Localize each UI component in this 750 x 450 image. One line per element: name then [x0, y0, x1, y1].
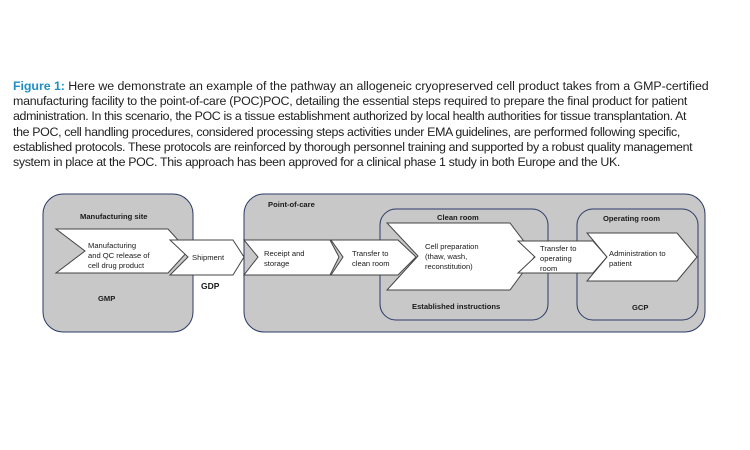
step-arrow-cell-prep: [385, 222, 536, 291]
step-arrow-administration: [585, 232, 698, 282]
figure-caption: Figure 1: Here we demonstrate an example…: [13, 79, 743, 170]
zone-footer-established-instructions: Established instructions: [412, 302, 500, 311]
caption-line: established protocols. These protocols a…: [13, 139, 693, 154]
caption-line: manufacturing facility to the point-of-c…: [13, 94, 688, 109]
zone-title-poc: Point-of-care: [268, 200, 315, 209]
step-label-manufacturing: Manufacturing and QC release of cell dru…: [88, 241, 152, 270]
step-label-receipt: Receipt and storage: [264, 249, 307, 268]
step-arrow-transfer-operating: [516, 240, 608, 274]
zone-title-operating-room: Operating room: [603, 214, 660, 223]
gdp-label: GDP: [201, 281, 220, 291]
zone-footer-gcp: GCP: [632, 303, 648, 312]
step-arrow-receipt: [242, 239, 340, 276]
step-arrow-shipment: [168, 239, 245, 276]
step-label-shipment: Shipment: [192, 253, 225, 262]
step-label-cell-prep: Cell preparation (thaw, wash, reconstitu…: [425, 242, 481, 271]
zone-title-manufacturing: Manufacturing site: [80, 212, 148, 221]
caption-line: the POC, cell handling procedures, consi…: [13, 124, 680, 139]
figure-label: Figure 1:: [13, 79, 65, 93]
zone-footer-gmp: GMP: [98, 294, 115, 303]
zone-title-clean-room: Clean room: [437, 213, 479, 222]
step-label-administration: Administration to patient: [609, 249, 668, 268]
step-label-transfer-clean: Transfer to clean room: [352, 249, 391, 268]
step-arrow-transfer-clean: [330, 239, 417, 276]
step-arrow-manufacturing: [54, 228, 189, 274]
step-label-transfer-operating: Transfer to operating room: [540, 244, 579, 273]
caption-line: system in place at the POC. This approac…: [13, 155, 620, 170]
caption-line: administration. In this scenario, the PO…: [13, 109, 687, 124]
caption-line: Figure 1: Here we demonstrate an example…: [13, 79, 709, 93]
